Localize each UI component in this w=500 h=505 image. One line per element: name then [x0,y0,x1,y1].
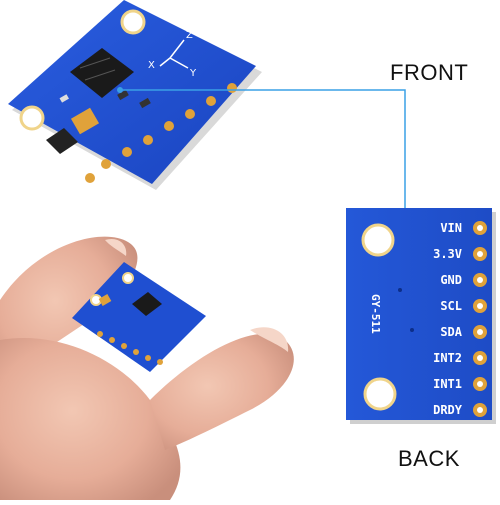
axis-label-x: X [148,60,155,71]
held-board [72,262,206,372]
axis-marker: Z X Y [148,30,197,79]
pin-label-3v3: 3.3V [433,247,462,261]
pin-label-drdy: DRDY [433,403,463,417]
pin-label-gnd: GND [440,273,462,287]
pin-pads [85,83,237,183]
axis-label-z: Z [186,30,193,41]
back-label: BACK [398,446,460,471]
chip [70,48,134,98]
hand [0,236,294,500]
back-board: GY-511 VIN 3.3V GND SCL SDA INT2 INT1 DR… [346,208,496,424]
capacitor [70,107,100,135]
mounting-hole [19,105,45,131]
front-label: FRONT [390,60,469,85]
mounting-hole [361,223,395,257]
pin-label-scl: SCL [440,299,462,313]
pin-label-sda: SDA [440,325,462,339]
mounting-hole [363,377,397,411]
axis-label-y: Y [189,68,197,79]
pin-label-vin: VIN [440,221,462,235]
board-model-label: GY-511 [369,294,382,334]
mounting-hole [120,9,146,35]
front-board: Z X Y [8,0,262,190]
pin-label-int2: INT2 [433,351,462,365]
pin-label-int1: INT1 [433,377,462,391]
back-pin-pads [473,221,487,417]
regulator [46,128,78,154]
